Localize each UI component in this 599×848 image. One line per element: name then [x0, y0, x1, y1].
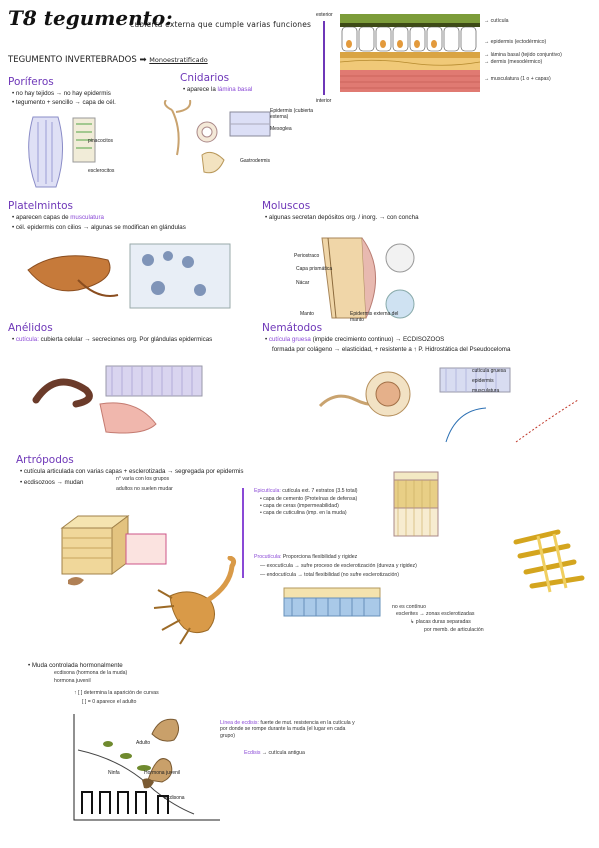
label-lamina: → lámina basal (tejido conjuntivo)	[484, 52, 562, 58]
poriferos-bullet-2: • tegumento + sencillo → capa de cél.	[12, 99, 116, 106]
cuticle-section	[283, 587, 381, 617]
moluscos-bullet: • algunas secretan depósitos org. / inor…	[265, 214, 419, 221]
skin-layers-svg	[340, 14, 480, 92]
chitin-fibers-figure	[513, 529, 585, 593]
sclerite-note-3: ↳ placas duras separadas	[410, 619, 471, 625]
platelmintos-title: Platelmintos	[8, 200, 73, 212]
page-subtitle: cubierta externa que cumple varias funci…	[130, 20, 312, 29]
muda-arrow-1: ↑ [ ] determina la aparición de curvas	[74, 690, 159, 696]
epicuticula-line: Epicutícula: cutícula ext. 7 estratos (3…	[254, 488, 358, 494]
mollusc-label-3: Nácar	[296, 280, 310, 286]
procuticula-item-2: — endocutícula → total flexibilidad (no …	[260, 572, 399, 578]
interior-label: interior	[316, 98, 332, 104]
label-musculatura: → musculatura (1 o + capas)	[484, 76, 551, 82]
label-epidermis: → epidermis (ectodérmico)	[484, 39, 547, 45]
cnidaria-label-1: Epidermis (cubierta externa)	[270, 108, 314, 120]
sponge-figure	[28, 116, 96, 188]
nematode-label-2: epidermis	[472, 378, 494, 384]
platelmintos-bullet-1: • aparecen capas de musculatura	[12, 214, 104, 221]
mollusc-label-1: Periostraco	[294, 253, 320, 259]
cnidaria-figure	[163, 100, 271, 174]
epicuticula-item-2: • capa de ceras (impermeabilidad)	[260, 503, 339, 509]
label-dermis: → dermis (mesodérmico)	[484, 59, 543, 65]
muda-item-2: hormona juvenil	[54, 678, 91, 684]
anelidos-bullet: • cutícula: cubierta celular → secrecion…	[12, 336, 213, 343]
axis-line	[323, 21, 325, 95]
procuticula-item-1: — exocutícula → sufre proceso de esclero…	[260, 563, 417, 569]
linea-ecdisis: Línea de ecdisis: fuerte de mut. resiste…	[220, 720, 355, 739]
artropodos-title: Artrópodos	[16, 454, 74, 466]
cnidaria-label-3: Gastrodermis	[240, 158, 271, 164]
arthropod-block-figure	[60, 515, 167, 586]
poriferos-bullet-1: • no hay tejidos → no hay epidermis	[12, 90, 111, 97]
porifero-label-2: esclerocitos	[88, 168, 115, 174]
mollusc-label-2: Capa prismática	[296, 266, 333, 272]
nematodos-bullet: • cutícula gruesa (impide crecimiento co…	[265, 336, 445, 343]
nematode-label-3: musculatura	[472, 388, 500, 394]
nematodos-line2: formada por colágeno → elasticidad, + re…	[272, 346, 511, 353]
cnidarios-title: Cnidarios	[180, 72, 230, 84]
ecdisis-line: Ecdisis → cutícula antigua	[244, 750, 305, 756]
skin-diagram: exterior interior → cutícula → epidermis…	[316, 12, 598, 108]
bracket-line	[242, 488, 244, 578]
anelidos-title: Anélidos	[8, 322, 53, 334]
nematode-figure	[318, 367, 579, 443]
muda-bullet: • Muda controlada hormonalmente	[28, 662, 123, 669]
muda-arrow-2: [ ] = 0 aparece el adulto	[82, 699, 137, 705]
porifero-label-1: pinacocitos	[88, 138, 114, 144]
artropodos-bullet-1: • cutícula articulada con varias capas +…	[20, 468, 244, 475]
mollusc-label-5: Epidermis externa del manto	[350, 311, 399, 323]
annelid-figure	[32, 365, 203, 434]
scorpion-figure	[153, 556, 237, 645]
graph-label-adulto: Adulto	[136, 740, 151, 746]
page-title: T8 tegumento:	[8, 6, 173, 30]
sclerite-note-2: esclerites → zonas esclerotizadas	[396, 611, 475, 617]
cnidaria-label-2: Mesoglea	[270, 126, 292, 132]
moluscos-title: Moluscos	[262, 200, 311, 212]
epicuticula-item-1: • capa de cemento (Proteínas de defensa)	[260, 496, 358, 502]
label-cuticula: → cutícula	[484, 18, 509, 24]
sclerite-note-4: por memb. de articulación	[424, 627, 484, 633]
mollusc-label-4: Manto	[300, 311, 314, 317]
epicuticula-item-3: • capa de cuticulina (imp. en la muda)	[260, 510, 347, 516]
muda-item-1: ecdisona (hormona de la muda)	[54, 670, 128, 676]
grasshopper-figure	[151, 718, 180, 742]
cuticle-block	[393, 471, 439, 537]
platelmintos-figure	[27, 243, 231, 309]
platelmintos-bullet-2: • cél. epidermis con cilios → algunas se…	[12, 224, 186, 231]
procuticula-line: Procutícula: Proporciona flexibilidad y …	[254, 554, 358, 560]
graph-label-ecdisona: Ecdisona	[164, 795, 185, 801]
cnidarios-bullet: • aparece la lámina basal	[183, 86, 253, 93]
nematode-label-1: cutícula gruesa	[472, 368, 506, 374]
invertebrados-heading: TEGUMENTO INVERTEBRADOS ➡ Monoestratific…	[8, 55, 208, 65]
sclerite-note-1: no es contínuo	[392, 604, 427, 610]
graph-label-ninfa: Ninfa	[108, 770, 120, 776]
poriferos-title: Poríferos	[8, 76, 54, 88]
mollusc-figure	[321, 237, 415, 319]
muda-branch-2: adultos no suelen mudar	[116, 486, 173, 492]
muda-branch-1: n° varía con los grupos	[116, 476, 170, 482]
nematodos-title: Nemátodos	[262, 322, 323, 334]
graph-label-juvenil: Hormona juvenil	[144, 770, 181, 776]
artropodos-bullet-2: • ecdisozoos → mudan	[20, 479, 84, 486]
exterior-label: exterior	[316, 12, 333, 18]
hormone-graph	[73, 714, 220, 821]
